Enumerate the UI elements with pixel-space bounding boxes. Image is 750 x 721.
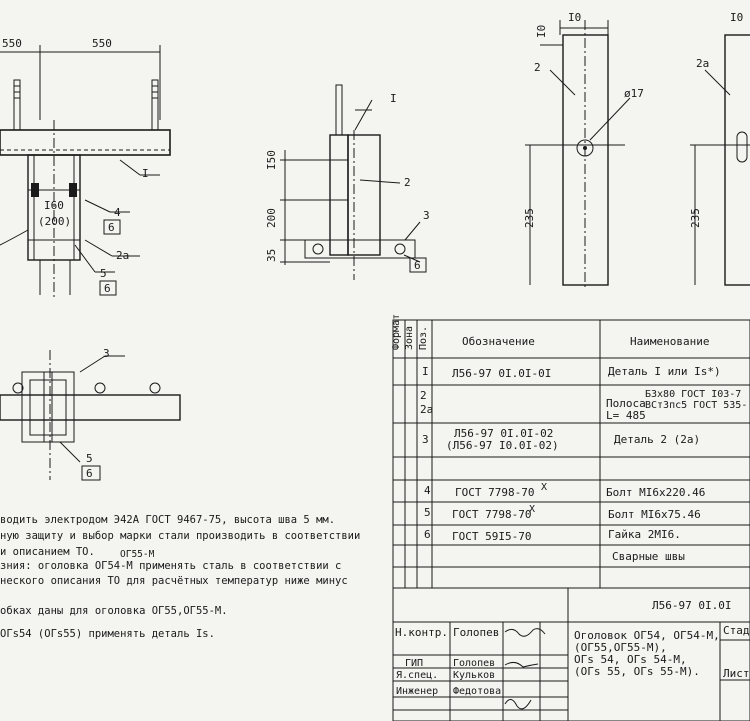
- title-line-4: (ОГs 55, ОГs 55-М).: [574, 665, 700, 678]
- note-line-3: и описанием ТО.: [0, 546, 95, 558]
- row1-name: Деталь I или Is*): [608, 365, 721, 378]
- row2-name-bottom: ВСт3пс5 ГОСТ 535-: [645, 400, 748, 411]
- note-line-5: неского описания ТО для расчётных темпер…: [0, 575, 348, 587]
- label-6-side: 6: [414, 259, 421, 272]
- note-superscript: ОГ55-М: [120, 549, 155, 560]
- dim-10-top-b: I0: [730, 11, 744, 24]
- title-line-1: Оголовок ОГ54, ОГ54-М,: [574, 629, 720, 642]
- row4-designation: ГОСТ 7798-70: [455, 486, 535, 499]
- stage-label: Стад: [723, 624, 750, 637]
- beam-200: (200): [38, 215, 72, 228]
- row5-pos: 5: [424, 506, 431, 519]
- doc-code: Л56-97 0I.0I: [652, 599, 732, 612]
- col-designation: Обозначение: [462, 335, 535, 348]
- row2-length: L= 485: [606, 409, 646, 422]
- row7-name: Сварные швы: [612, 550, 685, 563]
- label-6-a: 6: [108, 221, 115, 234]
- label-6-section: 6: [86, 467, 93, 480]
- label-2-side: 2: [404, 176, 411, 189]
- label-2a: 2а: [116, 249, 130, 262]
- row6-pos: 6: [424, 528, 431, 541]
- dim-200: 200: [265, 208, 278, 228]
- label-6-b: 6: [104, 282, 111, 295]
- label-I: I: [142, 167, 149, 180]
- dim-550-left: 550: [2, 37, 22, 50]
- row5-name: Болт МI6x75.46: [608, 508, 701, 521]
- beam-I60: I60: [44, 199, 64, 212]
- row4-sup: X: [541, 482, 548, 493]
- row5-designation: ГОСТ 7798-70: [452, 508, 532, 521]
- label-5-section: 5: [86, 452, 93, 465]
- title-line-3: ОГs 54, ОГs 54-М,: [574, 653, 687, 666]
- note-line-6: обках даны для оголовка ОГ55,ОГ55-М.: [0, 605, 228, 617]
- row2-name-top: Б3x80 ГОСТ I03-7: [645, 389, 742, 400]
- row1-pos: I: [422, 365, 429, 378]
- row3-name: Деталь 2 (2а): [614, 433, 701, 446]
- dim-150: I50: [265, 150, 278, 170]
- label-2-detail: 2: [534, 61, 541, 74]
- col-zone: Зона: [404, 325, 415, 350]
- row6-name: Гайка 2МI6.: [608, 528, 681, 541]
- dim-235-a: 235: [523, 208, 536, 228]
- label-3-side: 3: [423, 209, 430, 222]
- dim-10-top: I0: [568, 11, 582, 24]
- row2-pos-2a: 2а: [420, 403, 434, 416]
- note-line-1: водить электродом Э42А ГОСТ 9467-75, выс…: [0, 514, 336, 526]
- note-line-7: ОГs54 (ОГs55) применять деталь Is.: [0, 628, 215, 640]
- eng-name: Федотова: [453, 686, 502, 697]
- dim-35: 35: [265, 248, 278, 262]
- hole-diameter: ø17: [624, 87, 644, 100]
- row1-designation: Л56-97 0I.0I-0I: [452, 367, 552, 380]
- dim-10-side: I0: [535, 24, 548, 38]
- n-kontr-label: Н.контр.: [395, 626, 448, 639]
- row6-designation: ГОСТ 59I5-70: [452, 530, 532, 543]
- col-name: Наименование: [630, 335, 710, 348]
- gip-name: Голопев: [453, 658, 496, 669]
- eng-label: Инженер: [396, 686, 439, 697]
- spec-label: Я.спец.: [396, 670, 439, 681]
- gip-label: ГИП: [405, 658, 424, 669]
- dim-235-b: 235: [689, 208, 702, 228]
- dim-550-right: 550: [92, 37, 112, 50]
- label-4: 4: [114, 206, 121, 219]
- label-3-section: 3: [103, 347, 110, 360]
- spec-name: Кульков: [453, 670, 496, 681]
- col-pos: Поз.: [418, 325, 429, 350]
- title-line-2: (ОГ55,ОГ55-М),: [574, 641, 667, 654]
- row2-pos: 2: [420, 389, 427, 402]
- row3-pos: 3: [422, 433, 429, 446]
- label-2a-detail: 2а: [696, 57, 710, 70]
- note-line-2: ную защиту и выбор марки стали производи…: [0, 530, 361, 542]
- row3-designation: Л56-97 0I.0I-02: [454, 427, 554, 440]
- col-format: Формат: [391, 313, 402, 350]
- row4-name: Болт МI6x220.46: [606, 486, 706, 499]
- row5-sup: X: [529, 504, 536, 515]
- label-5: 5: [100, 267, 107, 280]
- row2-name: Полоса: [606, 397, 646, 410]
- row3-designation-2: (Л56-97 I0.0I-02): [446, 439, 559, 452]
- row4-pos: 4: [424, 484, 431, 497]
- sheet-label: Лист: [723, 667, 750, 680]
- label-I-side: I: [390, 92, 397, 105]
- note-line-4: зния: оголовка ОГ54-М применять сталь в …: [0, 560, 342, 572]
- n-kontr-name: Голопев: [453, 626, 500, 639]
